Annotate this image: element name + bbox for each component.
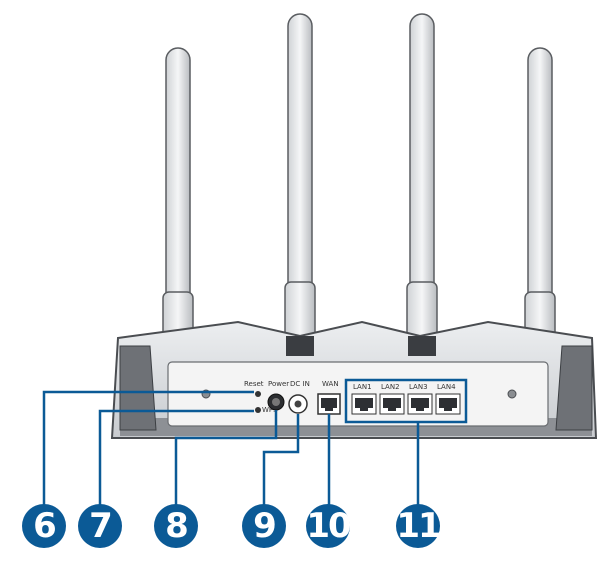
lan2-label: LAN2: [381, 383, 400, 391]
lan-port-4: LAN4: [435, 383, 461, 415]
callout-11: 11: [396, 504, 442, 548]
wps-label: WPS: [262, 406, 278, 414]
dc-in-port: DC IN: [288, 380, 310, 414]
antenna-3: [406, 13, 438, 359]
callout-9: 9: [242, 504, 286, 548]
callout-10: 10: [306, 504, 352, 548]
leader-lines: [42, 390, 420, 510]
dc-in-label: DC IN: [290, 380, 310, 388]
lan-ports: LAN1 LAN2 LAN3 LAN4: [344, 378, 468, 424]
screw-hole-right: [507, 389, 517, 399]
callout-8: 8: [154, 504, 198, 548]
antenna-2: [284, 13, 316, 359]
callout-6: 6: [22, 504, 66, 548]
reset-button: Reset: [244, 380, 264, 397]
lan-port-3: LAN3: [407, 383, 433, 415]
reset-label: Reset: [244, 380, 264, 388]
lan4-label: LAN4: [437, 383, 456, 391]
lan-port-1: LAN1: [351, 383, 377, 415]
wps-button: WPS: [255, 406, 278, 414]
wan-port: WAN: [317, 380, 341, 415]
leader-line-6: [42, 390, 254, 510]
power-button: Power: [267, 380, 289, 411]
lan1-label: LAN1: [353, 383, 372, 391]
callout-7: 7: [78, 504, 122, 548]
wan-label: WAN: [322, 380, 339, 388]
power-label: Power: [268, 380, 289, 388]
leader-line-7: [98, 409, 254, 510]
lan3-label: LAN3: [409, 383, 428, 391]
lan-port-2: LAN2: [379, 383, 405, 415]
lan-highlight-box: [344, 378, 468, 424]
leader-line-8: [174, 410, 278, 510]
leader-line-9: [262, 414, 300, 510]
